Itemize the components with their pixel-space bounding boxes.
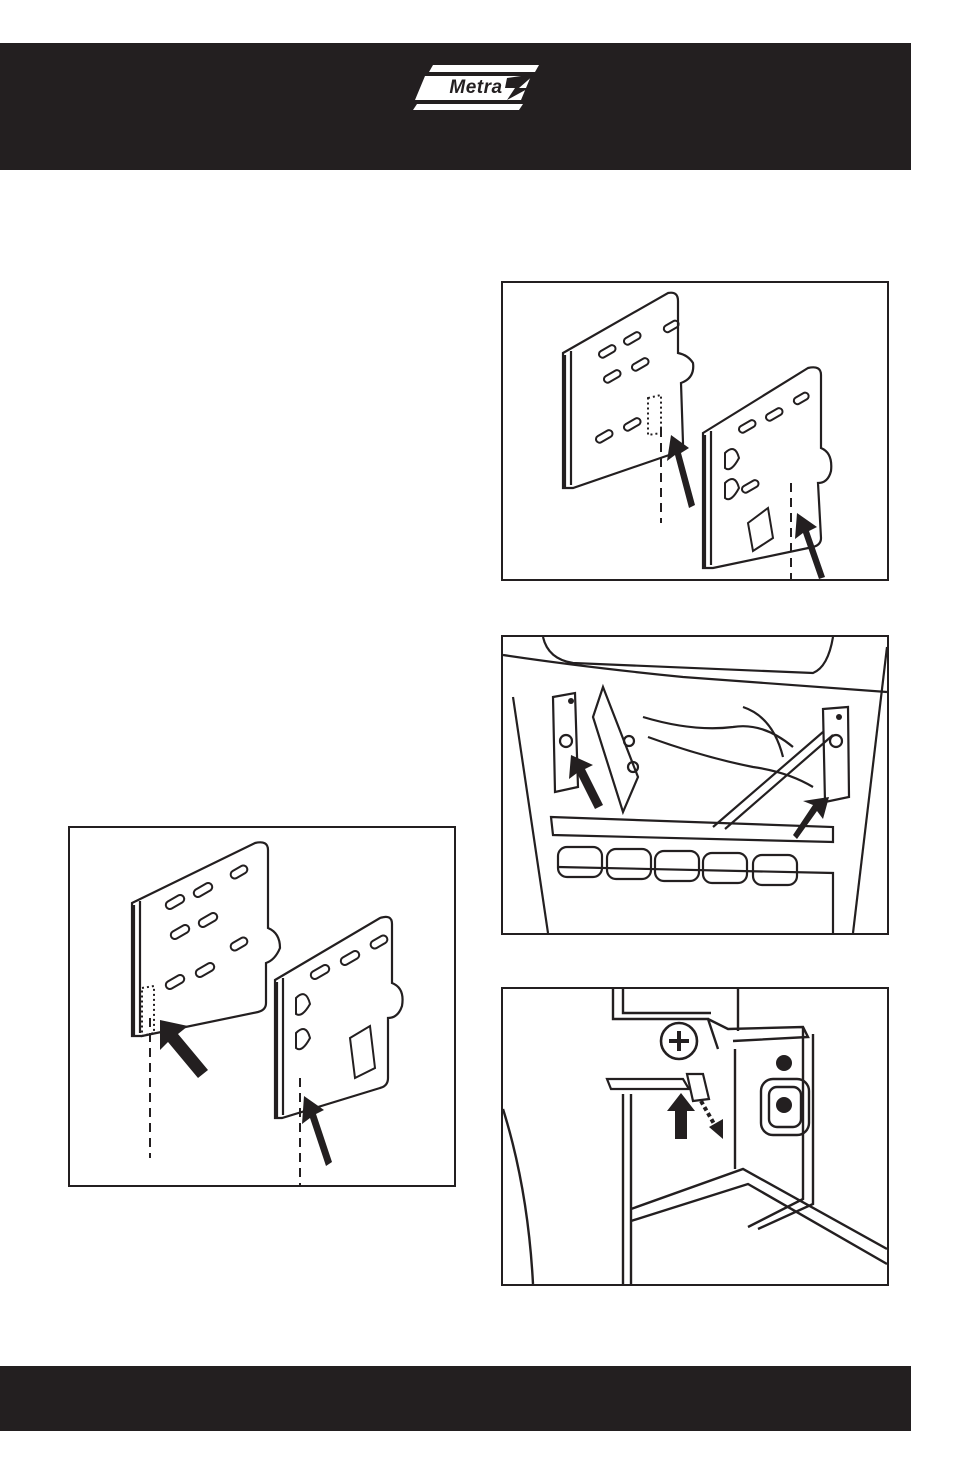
bracket-tab-closeup-icon <box>503 989 887 1284</box>
figure-dash-install <box>501 635 889 935</box>
bracket-pair-icon <box>503 283 887 579</box>
bracket-pair-icon <box>70 828 454 1185</box>
figure-bracket-alignment <box>501 281 889 581</box>
logo-text: Metra <box>436 77 516 99</box>
dash-opening-icon <box>503 637 887 933</box>
footer-band <box>0 1366 911 1431</box>
figure-tab-closeup <box>501 987 889 1286</box>
figure-bracket-alignment-2 <box>68 826 456 1187</box>
